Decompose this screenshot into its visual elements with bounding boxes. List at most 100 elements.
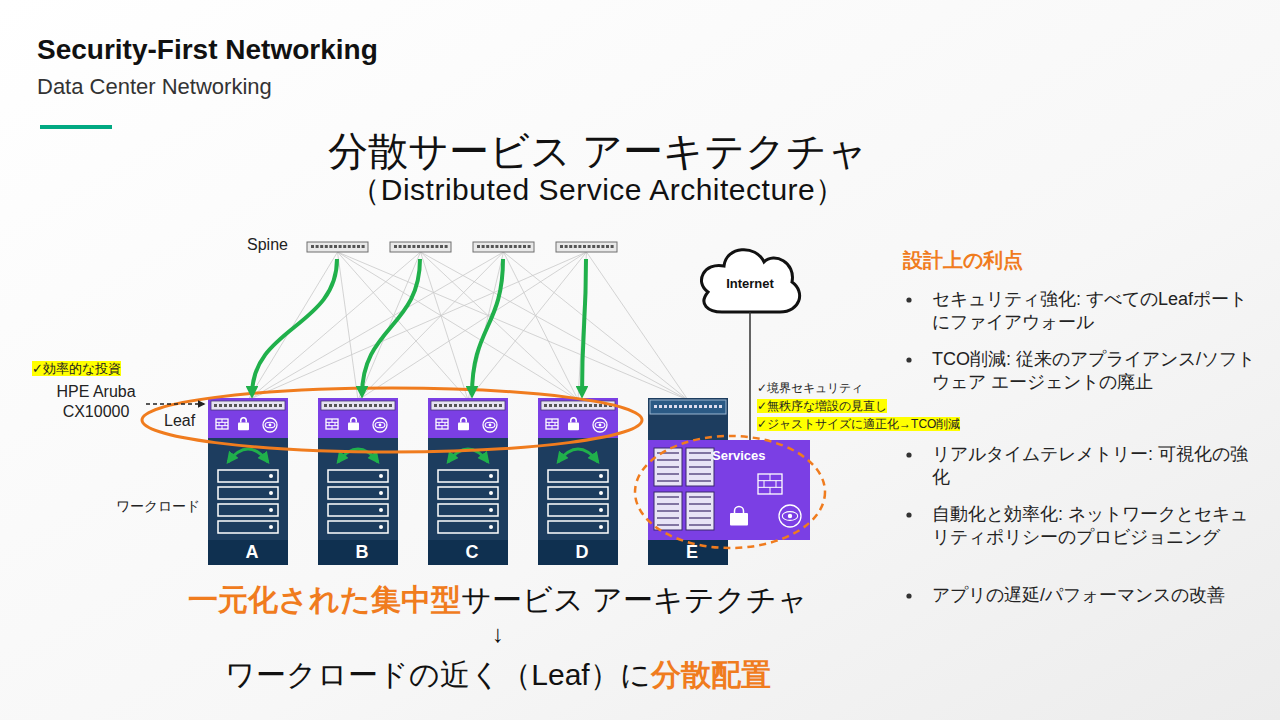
switch-port <box>559 404 562 407</box>
switch-port <box>509 245 512 248</box>
node-label: C <box>428 541 516 563</box>
firewall-brick <box>332 419 333 422</box>
server <box>218 470 278 482</box>
eye-shape <box>485 422 495 428</box>
switch-port <box>549 404 552 407</box>
appliance-slot <box>689 510 711 511</box>
server <box>438 470 498 482</box>
switch-port <box>349 404 352 407</box>
switch-port <box>699 405 702 408</box>
switch-body <box>556 242 617 252</box>
server-led <box>269 525 273 529</box>
label-text: ✓無秩序な増設の見直し <box>757 399 887 413</box>
switch-port <box>403 245 406 248</box>
switch-port <box>408 245 411 248</box>
firewall-brick <box>555 422 556 425</box>
label-text: TCO削減: 従来のアプライアンス/ソフトウェア エージェントの廃止 <box>932 349 1255 392</box>
server <box>328 521 388 533</box>
east-west-arc <box>558 449 598 462</box>
benefits-heading: 設計上の利点 <box>903 247 1023 274</box>
firewall-brick <box>329 422 330 425</box>
appliance-slot <box>689 517 711 518</box>
switch-port <box>518 245 521 248</box>
rack-body <box>428 398 508 565</box>
switch-port <box>274 404 277 407</box>
firewall-brick <box>770 487 771 494</box>
firewall-icon <box>436 419 448 429</box>
label-text: ✓効率的な投資 <box>32 361 121 376</box>
lock-shackle <box>461 418 467 423</box>
label-text: HPE Aruba CX10000 <box>56 383 135 420</box>
appliance-slot <box>689 524 711 525</box>
label-text: アプリの遅延/パフォーマンスの改善 <box>932 585 1225 605</box>
firewall-icon <box>326 419 338 429</box>
benefit-bullet: リアルタイムテレメトリー: 可視化の強化 <box>932 443 1262 489</box>
mesh-line <box>468 252 587 400</box>
switch-port <box>445 245 448 248</box>
eye-ring <box>593 418 607 432</box>
switch-port <box>399 245 402 248</box>
switch-port <box>389 404 392 407</box>
eye-pupil <box>599 424 602 427</box>
lock-body <box>568 423 579 431</box>
brand-subtitle: Data Center Networking <box>37 74 272 100</box>
eye-shape <box>595 422 605 428</box>
label-text: 自動化と効率化: ネットワークとセキュリティポリシーのプロビジョニング <box>932 504 1248 547</box>
switch-port <box>449 404 452 407</box>
eye-pupil <box>489 424 492 427</box>
spine-switch <box>473 242 534 252</box>
mesh-line <box>338 252 579 400</box>
appliance-slot <box>657 473 679 474</box>
mesh-line <box>358 252 421 400</box>
appliance-slot <box>689 452 711 453</box>
server-led <box>379 474 383 478</box>
firewall-brick <box>222 426 223 429</box>
switch-port <box>259 404 262 407</box>
switch-port <box>352 245 355 248</box>
leaf-switch-panel <box>208 398 288 438</box>
title-text: 分散サービス アーキテクチャ <box>328 124 868 179</box>
switch-port <box>594 404 597 407</box>
appliance-slot <box>657 503 679 504</box>
switch-port <box>574 245 577 248</box>
switch-port <box>325 245 328 248</box>
switch-port <box>574 404 577 407</box>
switch-port <box>611 245 614 248</box>
switch-port <box>689 405 692 408</box>
brand-title: Security-First Networking <box>37 34 378 66</box>
switch-port <box>599 404 602 407</box>
leaf-label: Leaf <box>164 412 195 430</box>
mesh-line <box>421 252 689 400</box>
switch-port <box>486 245 489 248</box>
switch-port <box>569 245 572 248</box>
node-label: Spine <box>247 236 297 254</box>
benefit-bullet: アプリの遅延/パフォーマンスの改善 <box>932 584 1262 607</box>
switch-body <box>390 242 451 252</box>
traffic-arrow <box>252 259 337 395</box>
switch-port <box>454 404 457 407</box>
label-text: ワークロードの近く（Leaf）に <box>225 658 650 691</box>
appliance-slot <box>689 480 711 481</box>
switch-port <box>474 404 477 407</box>
spine-switch <box>556 242 617 252</box>
lock-shackle <box>241 418 247 423</box>
switch-port <box>719 405 722 408</box>
mesh-line <box>248 252 504 400</box>
switch-port <box>334 245 337 248</box>
rack-body <box>318 398 398 565</box>
appliance-slot <box>689 503 711 504</box>
switch-port <box>505 245 508 248</box>
traffic-arrow <box>362 259 420 395</box>
switch-port <box>334 404 337 407</box>
bullet-dot <box>906 512 911 517</box>
switch-port <box>469 404 472 407</box>
server-led <box>489 508 493 512</box>
switch-port <box>339 245 342 248</box>
switch-port <box>569 404 572 407</box>
english-title: （Distributed Service Architecture） <box>350 170 846 211</box>
lock-shackle <box>735 507 744 514</box>
accent-bar <box>40 125 112 129</box>
switch-port <box>311 245 314 248</box>
switch-port <box>422 245 425 248</box>
